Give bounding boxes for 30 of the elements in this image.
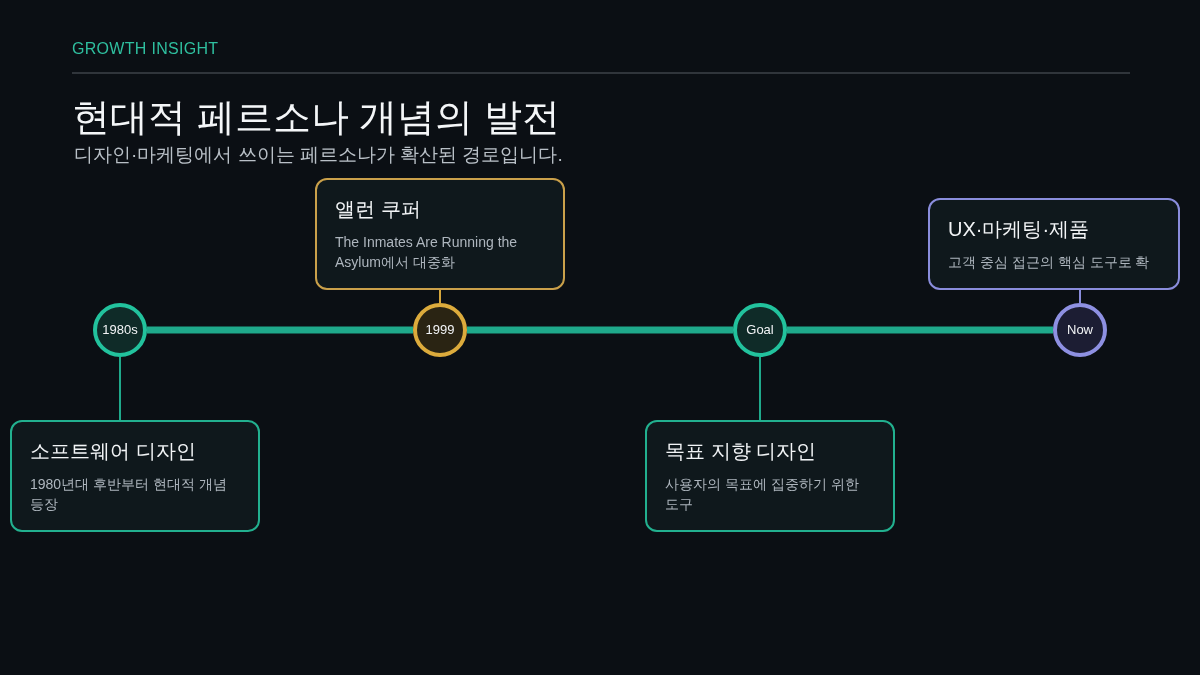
connector-line	[439, 289, 441, 304]
event-card	[928, 198, 1180, 290]
timeline-dot	[733, 303, 787, 357]
connector-line	[759, 356, 761, 421]
event-card	[10, 420, 260, 532]
dot-label: 1980s	[102, 322, 138, 338]
card-description: 1980년대 후반부터 현대적 개념 등장	[30, 475, 228, 514]
event-card	[315, 178, 565, 290]
title: 현대적 페르소나 개념의 발전	[72, 95, 560, 140]
connector-line	[1079, 289, 1081, 304]
card-description: 고객 중심 접근의 핵심 도구로 확	[948, 253, 1150, 272]
timeline-line	[467, 326, 733, 334]
card-title: 앨런 쿠퍼	[335, 197, 421, 222]
timeline-line	[787, 326, 1053, 334]
timeline-dot	[93, 303, 147, 357]
timeline-dot	[413, 303, 467, 357]
timeline-dot	[1053, 303, 1107, 357]
card-title: 소프트웨어 디자인	[30, 439, 196, 464]
timeline-line	[147, 326, 413, 334]
dot-label: 1999	[425, 322, 455, 338]
dot-label: Goal	[746, 322, 774, 338]
card-description: The Inmates Are Running the Asylum에서 대중화	[335, 233, 519, 272]
section-label: GROWTH INSIGHT	[72, 39, 219, 59]
connector-line	[119, 356, 121, 421]
dot-label: Now	[1067, 322, 1093, 338]
card-description: 사용자의 목표에 집중하기 위한 도구	[665, 475, 860, 514]
card-title: 목표 지향 디자인	[665, 439, 817, 464]
event-card	[645, 420, 895, 532]
card-title: UX·마케팅·제품	[948, 217, 1090, 242]
subtitle: 디자인·마케팅에서 쓰이는 페르소나가 확산된 경로입니다.	[74, 143, 563, 167]
